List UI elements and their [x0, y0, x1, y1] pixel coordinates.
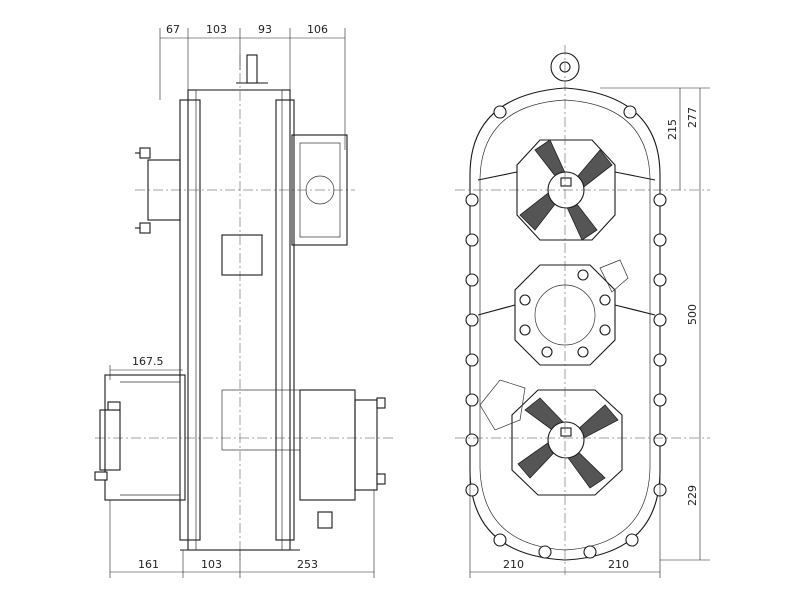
dim-front-bottom-2: 210	[608, 558, 629, 571]
side-view	[94, 28, 395, 578]
dim-top-3: 93	[258, 23, 272, 36]
middle-shaft	[514, 259, 629, 366]
dim-bottom-3: 253	[297, 558, 318, 571]
dim-bottom-1: 161	[138, 558, 159, 571]
dim-right-277: 277	[686, 107, 699, 128]
dim-right-500: 500	[686, 304, 699, 325]
dim-top-4: 106	[307, 23, 328, 36]
dim-overhang: 167.5	[132, 355, 164, 368]
dim-front-bottom-1: 210	[503, 558, 524, 571]
dim-top-1: 67	[166, 23, 180, 36]
gear-stack	[179, 99, 295, 541]
dim-right-215: 215	[666, 119, 679, 140]
dim-right-229: 229	[686, 485, 699, 506]
upper-shaft	[516, 139, 616, 241]
front-view	[455, 45, 710, 578]
dim-top-2: 103	[206, 23, 227, 36]
perimeter-bolts	[465, 105, 667, 559]
dim-bottom-2: 103	[201, 558, 222, 571]
lower-shaft	[479, 379, 623, 496]
